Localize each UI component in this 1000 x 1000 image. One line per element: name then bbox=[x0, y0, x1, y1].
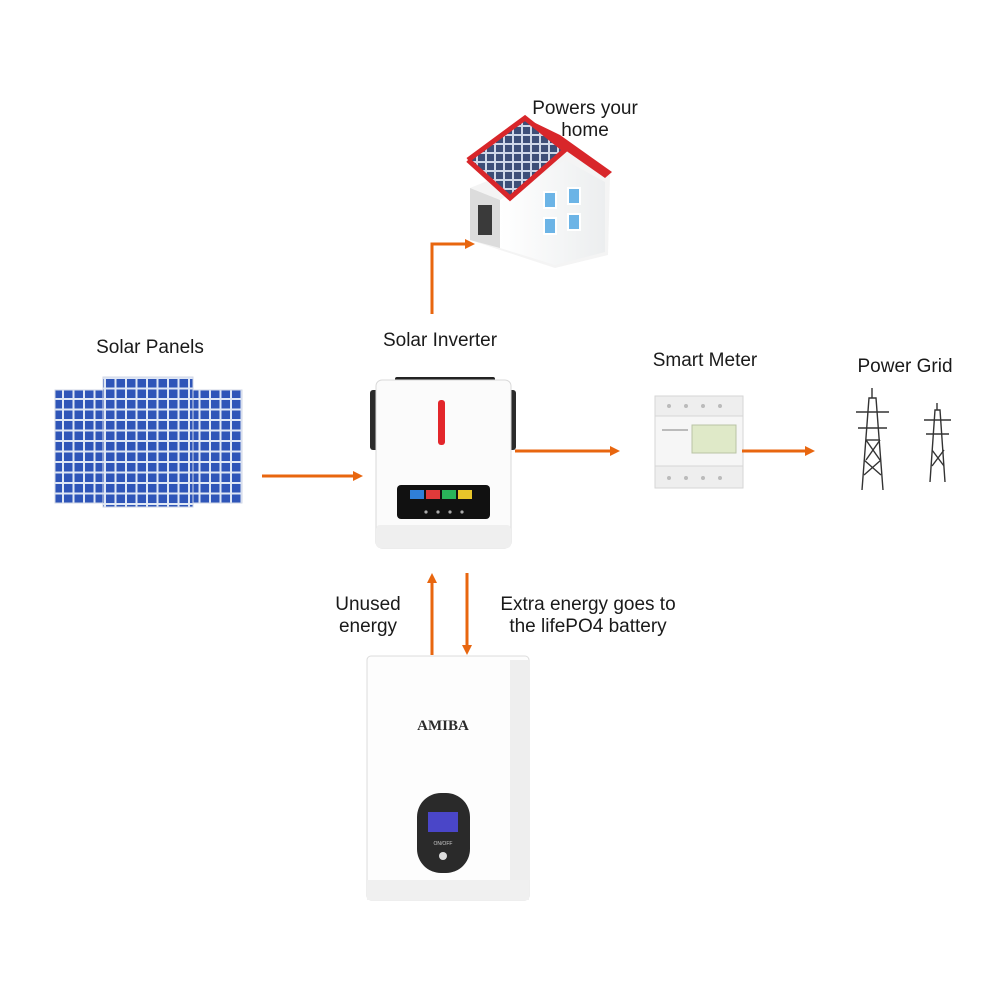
inverter-accent-bar bbox=[438, 400, 445, 445]
house-illustration bbox=[466, 114, 612, 268]
solar-panels-illustration bbox=[54, 376, 243, 508]
flow-arrows bbox=[262, 239, 815, 655]
smart-meter-illustration bbox=[654, 395, 744, 489]
home-label: Powers your home bbox=[505, 98, 665, 142]
pylon-small bbox=[924, 403, 951, 483]
battery-brand: AMIBA bbox=[417, 718, 469, 734]
power-grid-illustration bbox=[856, 388, 951, 491]
unused-energy-label: Unused energy bbox=[318, 594, 418, 638]
battery-illustration bbox=[366, 655, 530, 901]
battery-screen bbox=[428, 812, 458, 832]
home-label-line-1: Powers your bbox=[532, 98, 638, 119]
solar-inverter-illustration bbox=[370, 377, 516, 549]
unused-energy-line-1: Unused bbox=[335, 594, 401, 615]
smart-meter-display bbox=[691, 424, 737, 454]
solar-panel-center bbox=[102, 376, 194, 508]
extra-energy-line-2: the lifePO4 battery bbox=[509, 616, 667, 637]
power-button-icon bbox=[439, 852, 447, 860]
solar-panels-label: Solar Panels bbox=[96, 337, 204, 358]
unused-energy-line-2: energy bbox=[338, 616, 398, 637]
extra-energy-label: Extra energy goes to the lifePO4 battery bbox=[483, 594, 693, 638]
pylon-large bbox=[856, 388, 889, 491]
smart-meter-label: Smart Meter bbox=[652, 350, 758, 371]
solar-inverter-label: Solar Inverter bbox=[382, 330, 498, 351]
arrow-inverter-to-home bbox=[430, 239, 475, 314]
battery-button-label: ON/OFF bbox=[434, 841, 453, 847]
home-label-line-2: home bbox=[561, 120, 609, 141]
power-grid-label: Power Grid bbox=[857, 356, 953, 377]
extra-energy-line-1: Extra energy goes to bbox=[500, 594, 676, 615]
battery-display-panel bbox=[417, 793, 470, 873]
